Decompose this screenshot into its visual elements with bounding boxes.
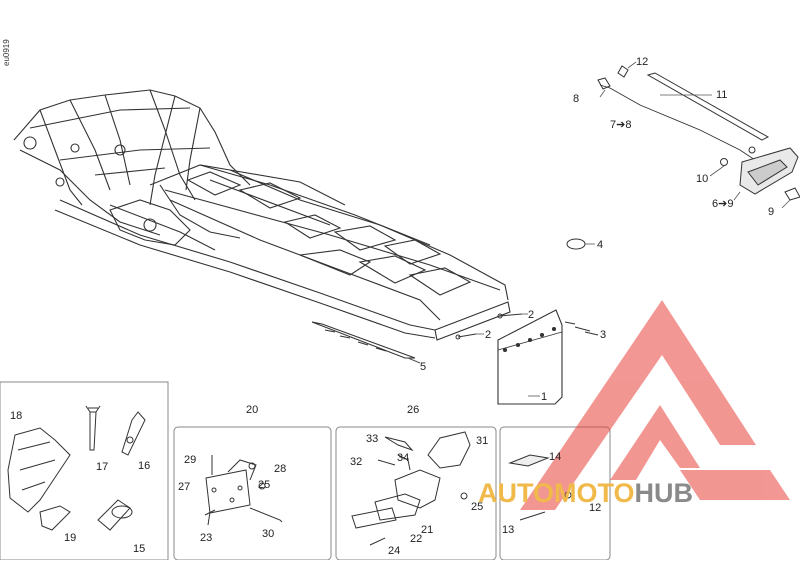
part-strip-5 (311, 321, 421, 364)
callout-5: 5 (420, 361, 426, 373)
callout-8: 8 (573, 93, 579, 105)
callout-28: 28 (274, 463, 286, 475)
callout-25a: 25 (258, 479, 270, 491)
callout-30: 30 (262, 528, 274, 540)
callout-33: 33 (366, 433, 378, 445)
callout-29: 29 (184, 454, 196, 466)
callout-21: 21 (421, 524, 433, 536)
brand-part2: HUB (634, 478, 694, 508)
part-badge-4 (566, 238, 586, 250)
watermark-brand: AUTOMOTOHUB (478, 478, 693, 509)
callout-27: 27 (178, 481, 190, 493)
part-bolts-2 (455, 313, 523, 340)
callout-20: 20 (246, 404, 258, 416)
callout-14: 14 (549, 451, 561, 463)
part-mudflap-1 (497, 309, 563, 405)
detail-box3-parts (351, 431, 471, 546)
part-screws-3 (564, 321, 599, 336)
callout-16: 16 (138, 460, 150, 472)
callout-6-9: 6➔9 (712, 198, 733, 210)
callout-13: 13 (502, 524, 514, 536)
callout-1: 1 (541, 391, 547, 403)
leader-lines (476, 61, 791, 397)
callout-17: 17 (96, 461, 108, 473)
callout-12a: 12 (636, 56, 648, 68)
watermark-logo (520, 300, 790, 510)
detail-box1-parts (7, 405, 146, 531)
callout-15: 15 (133, 543, 145, 555)
callout-31: 31 (476, 435, 488, 447)
callout-22: 22 (410, 533, 422, 545)
callout-26: 26 (407, 404, 419, 416)
callout-7-8: 7➔8 (610, 119, 631, 131)
callout-18: 18 (10, 410, 22, 422)
callout-labels: 1 2 2 3 4 5 6➔9 7➔8 8 9 10 11 12 12 13 1… (10, 56, 774, 557)
callout-34: 34 (397, 452, 409, 464)
callout-24: 24 (388, 545, 400, 557)
callout-9: 9 (768, 206, 774, 218)
callout-25b: 25 (471, 501, 483, 513)
callout-3: 3 (600, 329, 606, 341)
diagram-code: eu0919 (2, 39, 11, 66)
part-taillight-assembly (597, 65, 800, 201)
callout-2a: 2 (528, 309, 534, 321)
callout-19: 19 (64, 532, 76, 544)
detail-boxes (0, 381, 611, 561)
callout-4: 4 (597, 239, 603, 251)
callout-32: 32 (350, 456, 362, 468)
callout-10: 10 (696, 173, 708, 185)
callout-11: 11 (716, 89, 727, 101)
callout-12b: 12 (589, 502, 601, 514)
callout-23: 23 (200, 532, 212, 544)
brand-part1: AUTOMOTO (478, 478, 635, 508)
detail-box2-parts (204, 455, 283, 526)
callout-2b: 2 (485, 329, 491, 341)
chassis-frame-drawing (13, 89, 511, 341)
